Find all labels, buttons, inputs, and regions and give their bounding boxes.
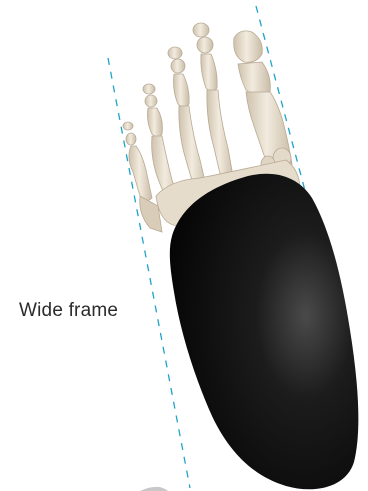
toe-1-bones (234, 31, 292, 172)
heel-marker (140, 487, 168, 491)
insole-shape (170, 174, 359, 489)
frame-type-label: Wide frame (19, 300, 118, 322)
